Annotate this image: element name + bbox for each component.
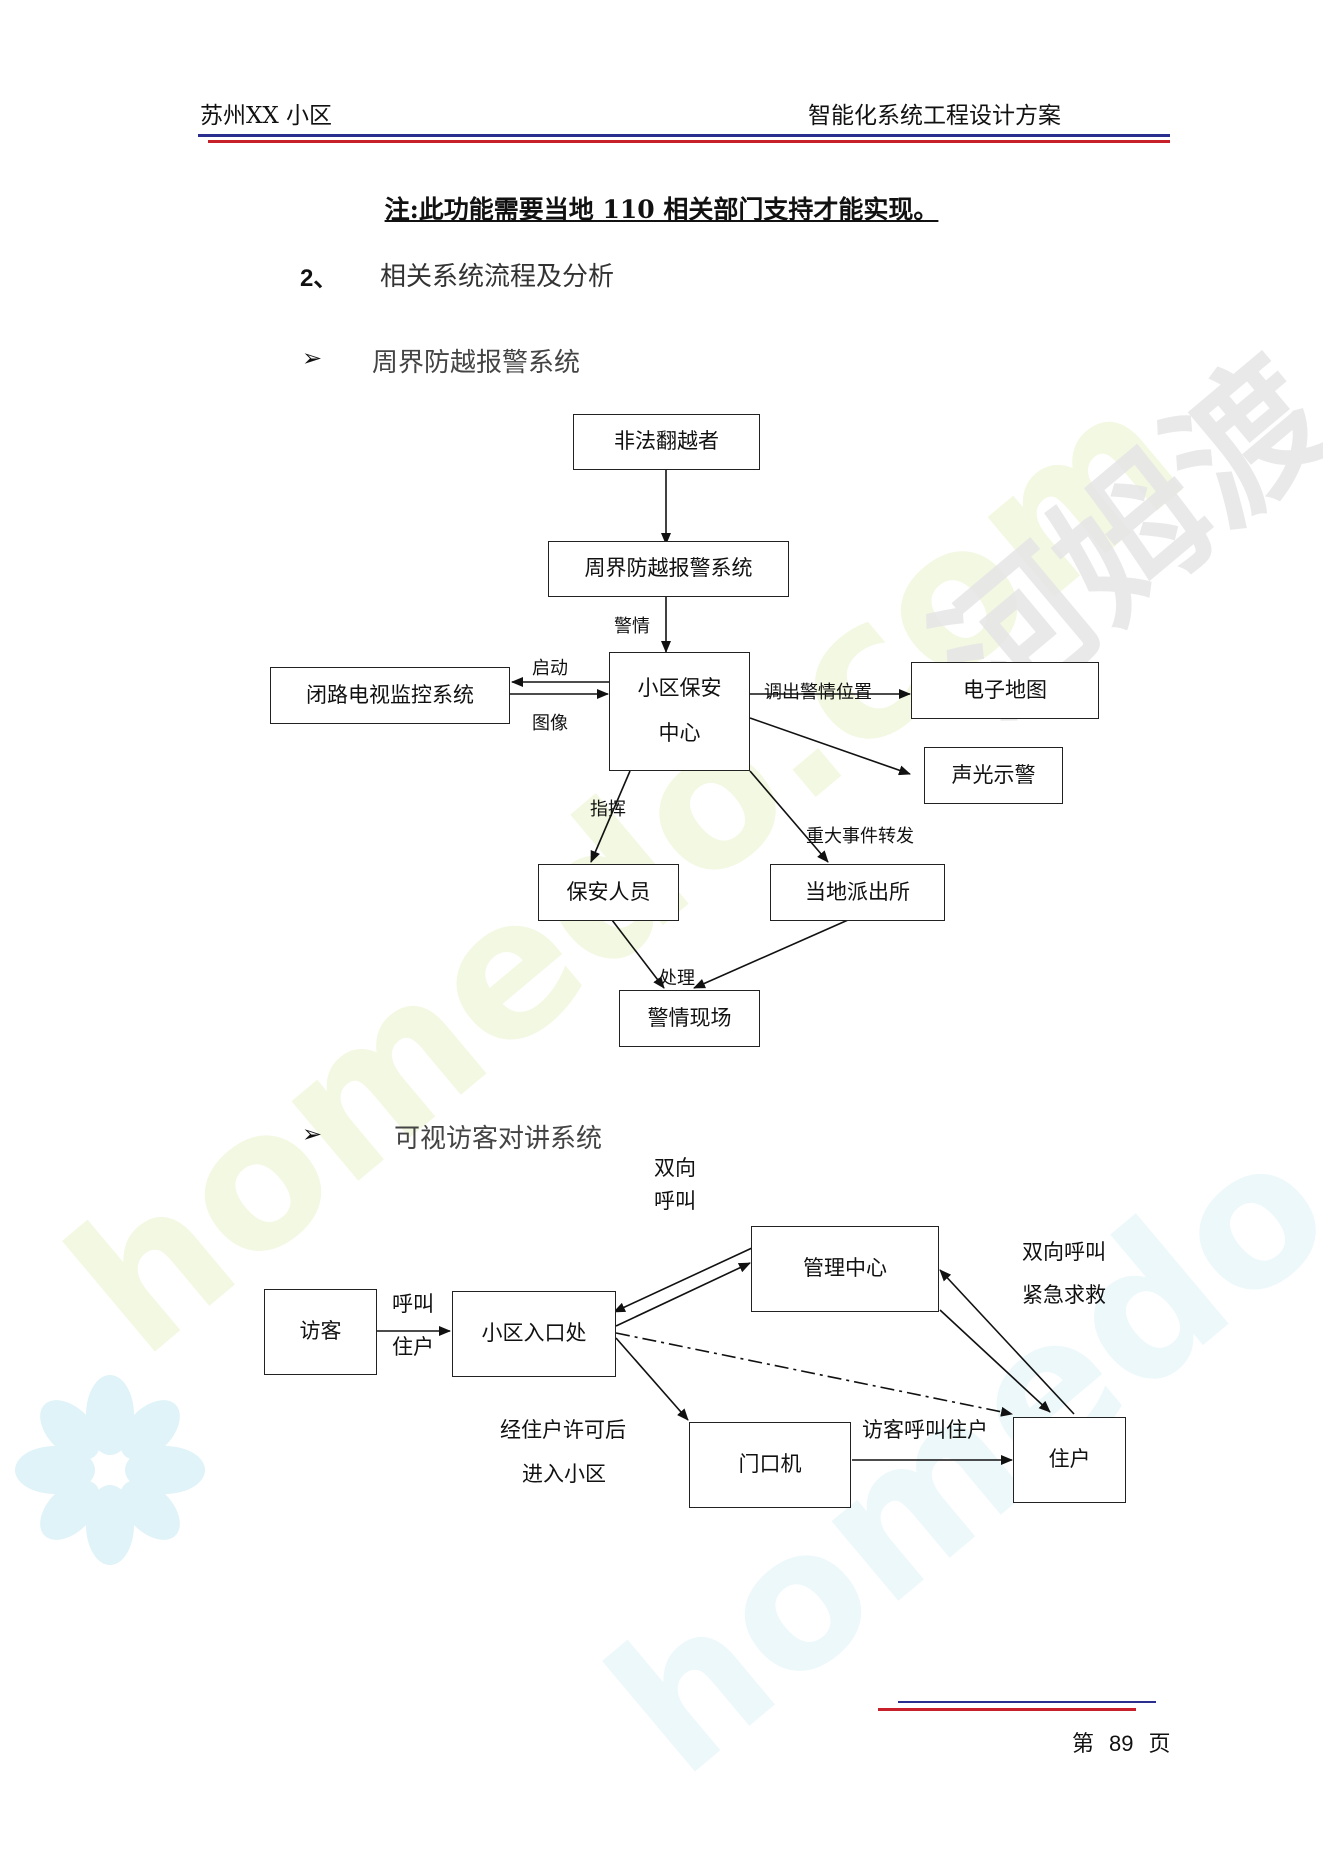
security-center-line2: 中心 <box>658 720 701 745</box>
label-locate: 调出警情位置 <box>764 682 872 703</box>
box-intruder: 非法翻越者 <box>573 414 760 470</box>
label-two-way-call: 双向呼叫 <box>1022 1240 1106 1264</box>
arrow-center-to-police <box>749 770 829 863</box>
label-permit-1: 经住户许可后 <box>500 1418 626 1442</box>
box-security-guards: 保安人员 <box>538 864 679 921</box>
arrow-center-to-alarm <box>749 717 911 776</box>
box-visitor: 访客 <box>264 1289 377 1375</box>
page-prefix: 第 <box>1072 1732 1095 1757</box>
security-center-line1: 小区保安 <box>637 676 722 701</box>
note-text: 注:此功能需要当地 110 相关部门支持才能实现。 <box>384 195 939 224</box>
box-resident: 住户 <box>1013 1417 1126 1503</box>
arrow-entrance-to-mgmt <box>615 1262 751 1327</box>
page-suffix: 页 <box>1148 1732 1171 1757</box>
watermark-flower-icon <box>15 1375 205 1565</box>
box-cctv-system: 闭路电视监控系统 <box>270 667 510 724</box>
arrow-entrance-to-doorphone <box>615 1337 689 1421</box>
page-number-value: 89 <box>1109 1731 1134 1756</box>
footer-rule-blue <box>898 1701 1156 1703</box>
section-number: 2、 <box>300 265 338 292</box>
label-command: 指挥 <box>590 799 626 820</box>
label-handle: 处理 <box>659 968 695 989</box>
arrow-mgmt-to-entrance <box>613 1247 753 1313</box>
diagram1-title: 周界防越报警系统 <box>372 348 581 378</box>
arrow-center-to-guards <box>590 770 631 863</box>
header-rule-blue <box>198 134 1170 137</box>
label-call-2: 住户 <box>392 1335 434 1359</box>
header-right-title: 智能化系统工程设计方案 <box>808 103 1061 129</box>
box-perimeter-system: 周界防越报警系统 <box>548 541 789 597</box>
box-sound-light-alarm: 声光示警 <box>924 747 1063 804</box>
bullet-arrow-icon: ➢ <box>302 344 323 372</box>
arrow-guards-to-scene <box>611 919 665 989</box>
box-door-phone: 门口机 <box>689 1422 851 1508</box>
bullet-arrow-icon: ➢ <box>302 1120 323 1148</box>
footer-rule-red <box>878 1708 1136 1711</box>
box-alarm-scene: 警情现场 <box>619 990 760 1047</box>
box-security-center: 小区保安 中心 <box>609 652 750 771</box>
box-management-center: 管理中心 <box>751 1226 939 1312</box>
box-local-police: 当地派出所 <box>770 864 945 921</box>
label-alert: 警情 <box>614 616 650 637</box>
label-two-way-2: 呼叫 <box>654 1189 696 1213</box>
arrow-entrance-to-resident-dashed <box>615 1332 1013 1417</box>
box-electronic-map: 电子地图 <box>911 662 1099 719</box>
label-emergency: 紧急求救 <box>1022 1283 1106 1307</box>
arrow-resident-to-mgmt <box>939 1269 1075 1415</box>
section-title: 相关系统流程及分析 <box>380 262 615 292</box>
diagram2-title: 可视访客对讲系统 <box>394 1124 603 1154</box>
label-start: 启动 <box>532 658 568 679</box>
header-left-title: 苏州XX 小区 <box>200 103 333 129</box>
label-forward: 重大事件转发 <box>806 826 914 847</box>
arrow-mgmt-to-resident <box>939 1309 1051 1413</box>
label-image: 图像 <box>532 713 568 734</box>
box-community-entrance: 小区入口处 <box>452 1291 616 1377</box>
label-permit-2: 进入小区 <box>522 1462 606 1486</box>
header-rule-red <box>208 140 1170 143</box>
arrow-police-to-scene <box>693 919 849 989</box>
label-call-1: 呼叫 <box>392 1292 434 1316</box>
page-number: 第 89 页 <box>1072 1726 1171 1758</box>
label-visitor-call: 访客呼叫住户 <box>862 1418 988 1442</box>
label-two-way-1: 双向 <box>654 1156 696 1180</box>
